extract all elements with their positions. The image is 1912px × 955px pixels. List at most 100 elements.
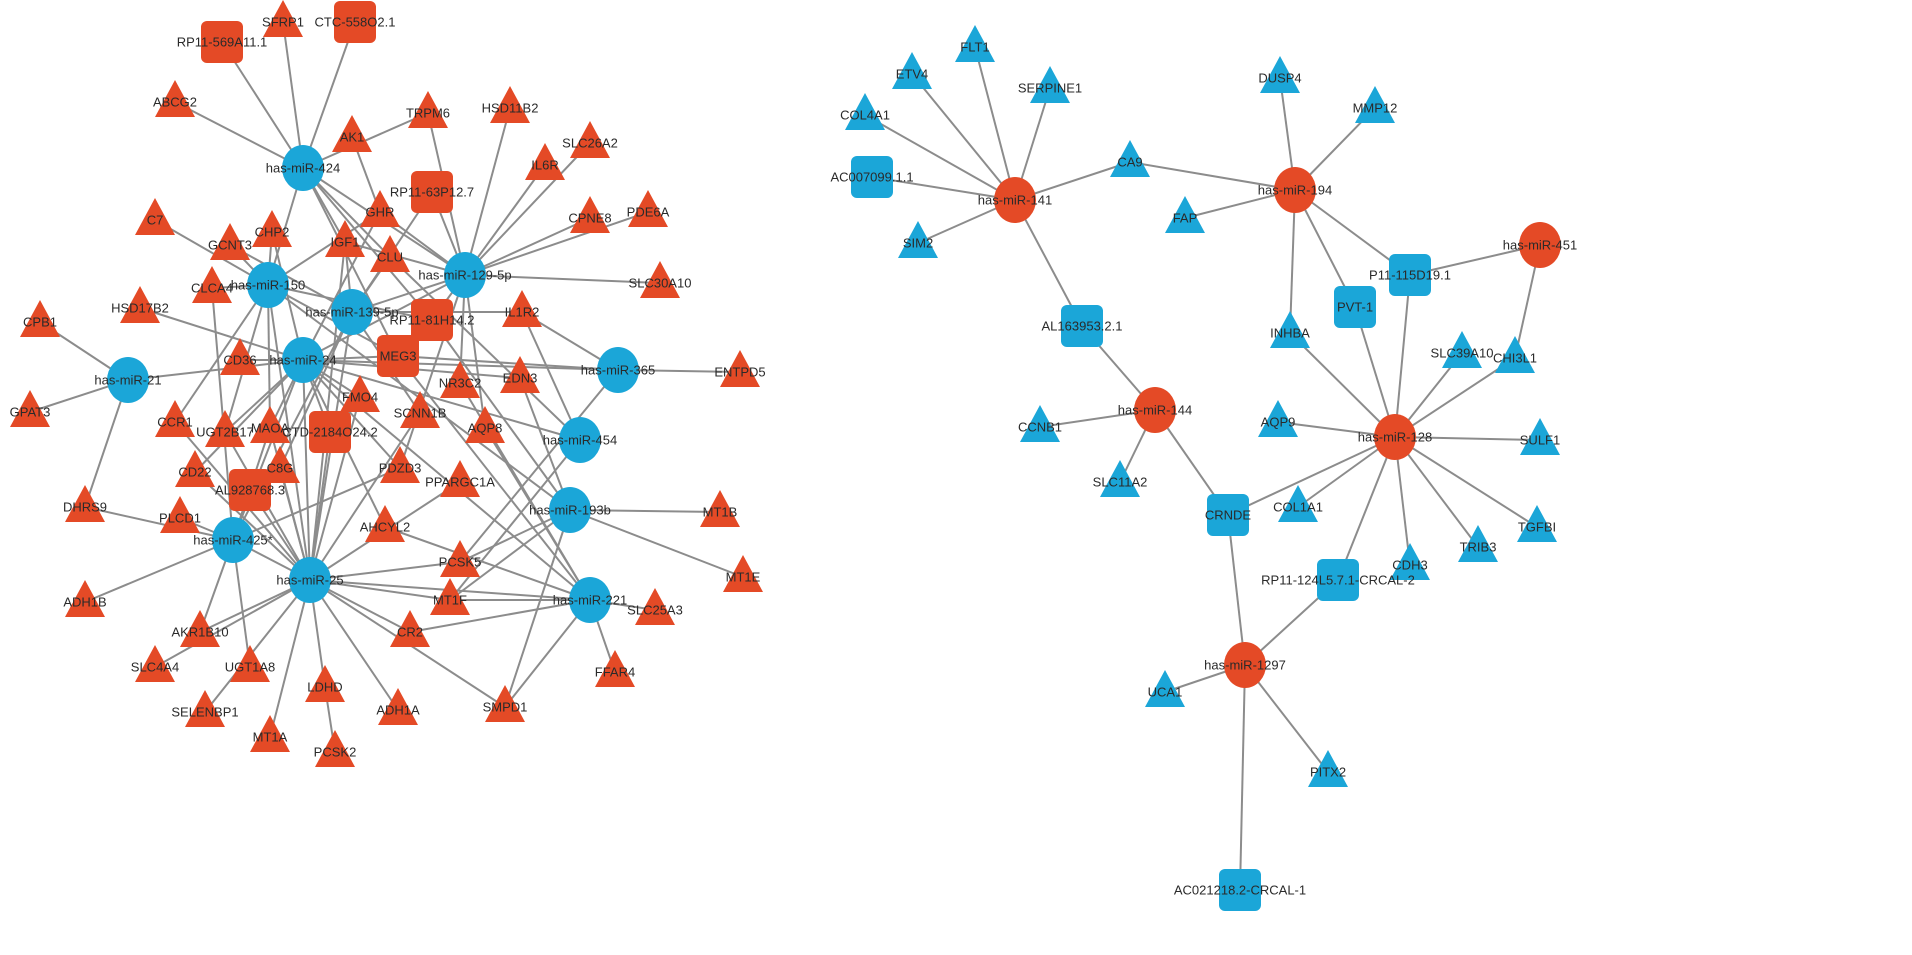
gene-node-edn3[interactable] [500, 356, 540, 393]
gene-node-mt1a[interactable] [250, 715, 290, 752]
gene-node-hsd11b2[interactable] [490, 86, 530, 123]
gene-node-aqp8[interactable] [465, 406, 505, 443]
gene-node-tgfbi[interactable] [1517, 505, 1557, 542]
mirna-node-has-mir-451[interactable] [1519, 222, 1561, 268]
gene-node-hsd17b2[interactable] [120, 286, 160, 323]
gene-node-pcsk2[interactable] [315, 730, 355, 767]
gene-node-gcnt3[interactable] [210, 223, 250, 260]
gene-node-slc4a4[interactable] [135, 645, 175, 682]
mirna-node-has-mir-139-5p[interactable] [331, 289, 373, 335]
mirna-node-has-mir-150[interactable] [247, 262, 289, 308]
gene-node-pitx2[interactable] [1308, 750, 1348, 787]
mirna-node-has-mir-1297[interactable] [1224, 642, 1266, 688]
gene-node-col4a1[interactable] [845, 93, 885, 130]
gene-node-chi3l1[interactable] [1495, 336, 1535, 373]
gene-node-c7[interactable] [135, 198, 175, 235]
mirna-node-has-mir-194[interactable] [1274, 167, 1316, 213]
gene-node-ccr1[interactable] [155, 400, 195, 437]
gene-node-abcg2[interactable] [155, 80, 195, 117]
gene-node-mmp12[interactable] [1355, 86, 1395, 123]
gene-node-aqp9[interactable] [1258, 400, 1298, 437]
gene-node-akr1b10[interactable] [180, 610, 220, 647]
gene-node-ca9[interactable] [1110, 140, 1150, 177]
gene-node-cd36[interactable] [220, 338, 260, 375]
gene-node-ghr[interactable] [360, 190, 400, 227]
gene-node-ffar4[interactable] [595, 650, 635, 687]
gene-node-ahcyl2[interactable] [365, 505, 405, 542]
gene-node-serpine1[interactable] [1030, 66, 1070, 103]
lncrna-node-pvt-1[interactable] [1334, 286, 1376, 328]
lncrna-node-al928768-3[interactable] [229, 469, 271, 511]
gene-node-smpd1[interactable] [485, 685, 525, 722]
gene-node-dusp4[interactable] [1260, 56, 1300, 93]
gene-node-sfrp1[interactable] [263, 0, 303, 37]
gene-node-mt1f[interactable] [430, 578, 470, 615]
gene-node-adh1b[interactable] [65, 580, 105, 617]
gene-node-sulf1[interactable] [1520, 418, 1560, 455]
mirna-node-has-mir-425[interactable] [212, 517, 254, 563]
gene-node-inhba[interactable] [1270, 311, 1310, 348]
mirna-node-has-mir-424[interactable] [282, 145, 324, 191]
gene-node-cpne8[interactable] [570, 196, 610, 233]
gene-node-ldhd[interactable] [305, 665, 345, 702]
lncrna-node-rp11-124l5-7-1-crcal-2[interactable] [1317, 559, 1359, 601]
lncrna-node-al163953-2-1[interactable] [1061, 305, 1103, 347]
gene-node-pcsk5[interactable] [440, 540, 480, 577]
gene-node-selenbp1[interactable] [185, 690, 225, 727]
gene-node-slc11a2[interactable] [1100, 460, 1140, 497]
gene-node-adh1a[interactable] [378, 688, 418, 725]
gene-node-slc26a2[interactable] [570, 121, 610, 158]
mirna-node-has-mir-129-5p[interactable] [444, 252, 486, 298]
gene-node-ak1[interactable] [332, 115, 372, 152]
gene-node-fap[interactable] [1165, 196, 1205, 233]
gene-node-nr3c2[interactable] [440, 361, 480, 398]
gene-node-cd22[interactable] [175, 450, 215, 487]
gene-node-mt1e[interactable] [723, 555, 763, 592]
gene-node-chp2[interactable] [252, 210, 292, 247]
gene-node-igf1[interactable] [325, 220, 365, 257]
mirna-node-has-mir-221[interactable] [569, 577, 611, 623]
gene-node-trib3[interactable] [1458, 525, 1498, 562]
mirna-node-has-mir-128[interactable] [1374, 414, 1416, 460]
gene-node-slc30a10[interactable] [640, 261, 680, 298]
lncrna-node-meg3[interactable] [377, 335, 419, 377]
gene-node-fmo4[interactable] [340, 375, 380, 412]
gene-node-dhrs9[interactable] [65, 485, 105, 522]
gene-node-col1a1[interactable] [1278, 485, 1318, 522]
gene-node-uca1[interactable] [1145, 670, 1185, 707]
gene-node-clu[interactable] [370, 235, 410, 272]
gene-node-etv4[interactable] [892, 52, 932, 89]
gene-node-c8g[interactable] [260, 446, 300, 483]
gene-node-entpd5[interactable] [720, 350, 760, 387]
mirna-node-has-mir-365[interactable] [597, 347, 639, 393]
lncrna-node-rp11-63p12-7[interactable] [411, 171, 453, 213]
lncrna-node-ac021218-2-crcal-1[interactable] [1219, 869, 1261, 911]
gene-node-mt1b[interactable] [700, 490, 740, 527]
gene-node-ccnb1[interactable] [1020, 405, 1060, 442]
gene-node-gpat3[interactable] [10, 390, 50, 427]
gene-node-il1r2[interactable] [502, 290, 542, 327]
gene-node-ugt2b17[interactable] [205, 410, 245, 447]
lncrna-node-rp11-569a11-1[interactable] [201, 21, 243, 63]
gene-node-il6r[interactable] [525, 143, 565, 180]
mirna-node-has-mir-141[interactable] [994, 177, 1036, 223]
gene-node-maoa[interactable] [250, 406, 290, 443]
mirna-node-has-mir-21[interactable] [107, 357, 149, 403]
lncrna-node-rp11-81h14-2[interactable] [411, 299, 453, 341]
gene-node-cdh3[interactable] [1390, 543, 1430, 580]
gene-node-slc25a3[interactable] [635, 588, 675, 625]
lncrna-node-p11-115d19-1[interactable] [1389, 254, 1431, 296]
lncrna-node-ctc-558o2-1[interactable] [334, 1, 376, 43]
gene-node-clca4[interactable] [192, 266, 232, 303]
gene-node-pdzd3[interactable] [380, 446, 420, 483]
gene-node-cr2[interactable] [390, 610, 430, 647]
mirna-node-has-mir-144[interactable] [1134, 387, 1176, 433]
gene-node-ppargc1a[interactable] [440, 460, 480, 497]
mirna-node-has-mir-193b[interactable] [549, 487, 591, 533]
mirna-node-has-mir-454[interactable] [559, 417, 601, 463]
gene-node-trpm6[interactable] [408, 91, 448, 128]
gene-node-sim2[interactable] [898, 221, 938, 258]
gene-node-cpb1[interactable] [20, 300, 60, 337]
gene-node-flt1[interactable] [955, 25, 995, 62]
gene-node-plcd1[interactable] [160, 496, 200, 533]
